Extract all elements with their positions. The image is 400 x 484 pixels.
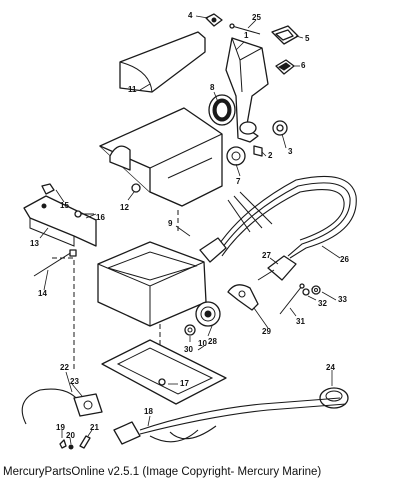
callout-3: 3 <box>288 147 293 156</box>
callout-28: 28 <box>208 337 217 346</box>
part-base-tray <box>97 241 207 327</box>
callout-32: 32 <box>318 299 327 308</box>
callout-24: 24 <box>326 363 335 372</box>
part-grommet <box>195 301 221 327</box>
callout-21: 21 <box>90 423 99 432</box>
part-gear-hub <box>226 146 246 166</box>
callout-9: 9 <box>168 219 173 228</box>
part-terminal-b <box>68 444 74 450</box>
callout-2: 2 <box>268 151 273 160</box>
callout-27: 27 <box>262 251 271 260</box>
part-retainer-clip <box>205 13 223 27</box>
part-cover-plate <box>119 31 206 93</box>
callout-25: 25 <box>252 13 261 22</box>
part-bolt-short <box>74 210 94 218</box>
part-terminal-a <box>59 439 67 449</box>
part-nut <box>41 183 55 195</box>
part-trim-switch <box>257 255 297 281</box>
part-pin <box>229 23 261 35</box>
part-small-nut <box>311 285 321 295</box>
callout-7: 7 <box>236 177 241 186</box>
part-mounting-bracket <box>23 195 97 247</box>
callout-15: 15 <box>60 201 69 210</box>
part-plug <box>131 183 141 193</box>
part-main-housing <box>99 107 223 207</box>
part-wiring-harness <box>199 175 357 263</box>
callout-labels: 1 2 3 4 5 6 7 8 9 10 11 12 13 14 15 16 1… <box>30 11 349 440</box>
part-screw <box>253 145 263 157</box>
callout-23: 23 <box>70 377 79 386</box>
callout-29: 29 <box>262 327 271 336</box>
part-fastener <box>158 378 166 386</box>
callout-22: 22 <box>60 363 69 372</box>
callout-18: 18 <box>144 407 153 416</box>
part-bushing <box>184 324 196 336</box>
callout-17: 17 <box>180 379 189 388</box>
part-small-washer <box>302 288 310 296</box>
image-caption: MercuryPartsOnline v2.5.1 (Image Copyrig… <box>3 466 322 478</box>
callout-leaders <box>39 15 341 445</box>
callout-13: 13 <box>30 239 39 248</box>
callout-30: 30 <box>184 345 193 354</box>
callout-31: 31 <box>296 317 305 326</box>
diagram-canvas: 1 2 3 4 5 6 7 8 9 10 11 12 13 14 15 16 1… <box>21 11 357 450</box>
callout-4: 4 <box>188 11 193 20</box>
part-control-handle <box>225 37 269 143</box>
part-extension-harness <box>113 397 347 445</box>
part-bezel-ring <box>208 94 236 126</box>
callout-10: 10 <box>198 339 207 348</box>
part-clamp <box>227 284 259 311</box>
part-switch-cap <box>271 25 299 45</box>
callout-20: 20 <box>66 431 75 440</box>
callout-33: 33 <box>338 295 347 304</box>
callout-19: 19 <box>56 423 65 432</box>
part-button <box>275 59 295 75</box>
callout-1: 1 <box>244 31 249 40</box>
part-sleeve <box>79 435 91 449</box>
part-bolt-long <box>33 249 77 277</box>
part-plug-harness <box>21 388 103 425</box>
callout-8: 8 <box>210 83 215 92</box>
callout-11: 11 <box>128 85 137 94</box>
callout-26: 26 <box>340 255 349 264</box>
callout-12: 12 <box>120 203 129 212</box>
part-long-screw <box>279 283 305 315</box>
callout-14: 14 <box>38 289 47 298</box>
part-washer <box>272 120 288 136</box>
callout-6: 6 <box>301 61 306 70</box>
part-gasket <box>101 339 227 405</box>
callout-16: 16 <box>96 213 105 222</box>
callout-5: 5 <box>305 34 310 43</box>
